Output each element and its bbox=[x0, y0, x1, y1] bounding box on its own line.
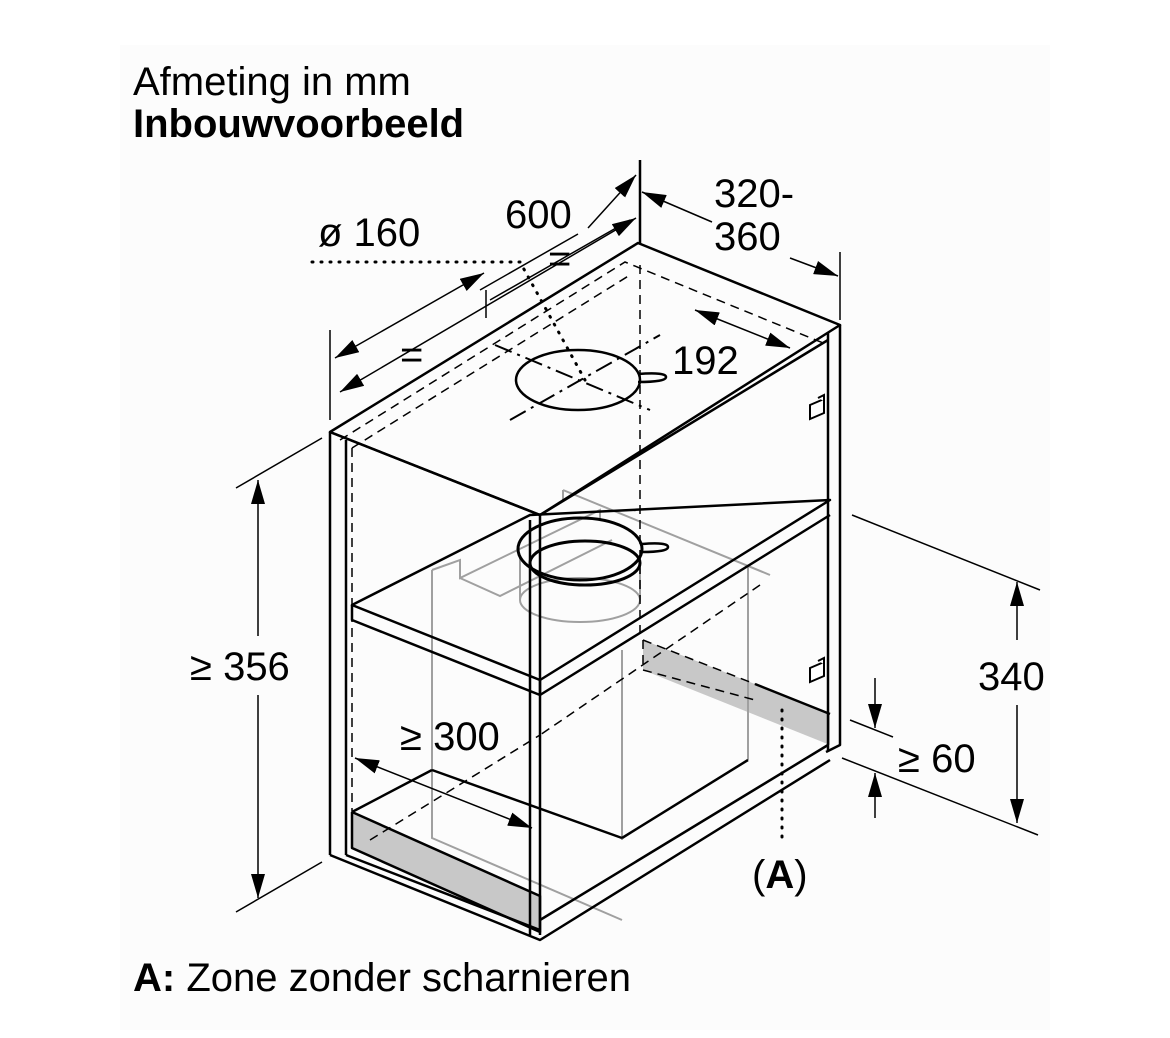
duct-opening-top bbox=[514, 348, 668, 412]
dim-equal-top: = bbox=[548, 237, 571, 281]
heading-subtitle: Inbouwvoorbeeld bbox=[133, 102, 465, 146]
dim-depth-line1: 320- bbox=[714, 172, 794, 216]
drawing-sheet bbox=[120, 45, 1050, 1030]
leader-lines bbox=[310, 260, 784, 842]
cabinet-outline bbox=[328, 160, 842, 942]
callout-a: (A) bbox=[752, 853, 808, 897]
legend: A: Zone zonder scharnieren bbox=[133, 958, 631, 998]
dim-min-height: ≥ 356 bbox=[190, 645, 290, 689]
duct-ring-appliance bbox=[516, 516, 670, 587]
dim-width: 600 bbox=[505, 193, 572, 237]
heading-title: Afmeting in mm bbox=[133, 60, 411, 104]
dim-equal-bottom: = bbox=[400, 333, 423, 377]
legend-key: A: bbox=[133, 956, 176, 1000]
dimension-lines bbox=[235, 174, 1041, 913]
dim-min-gap: ≥ 60 bbox=[898, 737, 976, 781]
dim-depth-line2: 360 bbox=[714, 215, 781, 259]
heading: Afmeting in mm Inbouwvoorbeeld bbox=[133, 62, 464, 144]
hinge-icons bbox=[809, 393, 825, 684]
dim-min-width: ≥ 300 bbox=[400, 715, 500, 759]
dim-hole-offset: 192 bbox=[672, 339, 739, 383]
appliance-ghost-outline bbox=[431, 489, 771, 921]
legend-description: Zone zonder scharnieren bbox=[186, 956, 632, 1000]
duct-centerlines bbox=[494, 334, 661, 421]
dim-duct-diameter: ø 160 bbox=[318, 211, 420, 255]
dim-shelf-height: 340 bbox=[978, 655, 1045, 699]
